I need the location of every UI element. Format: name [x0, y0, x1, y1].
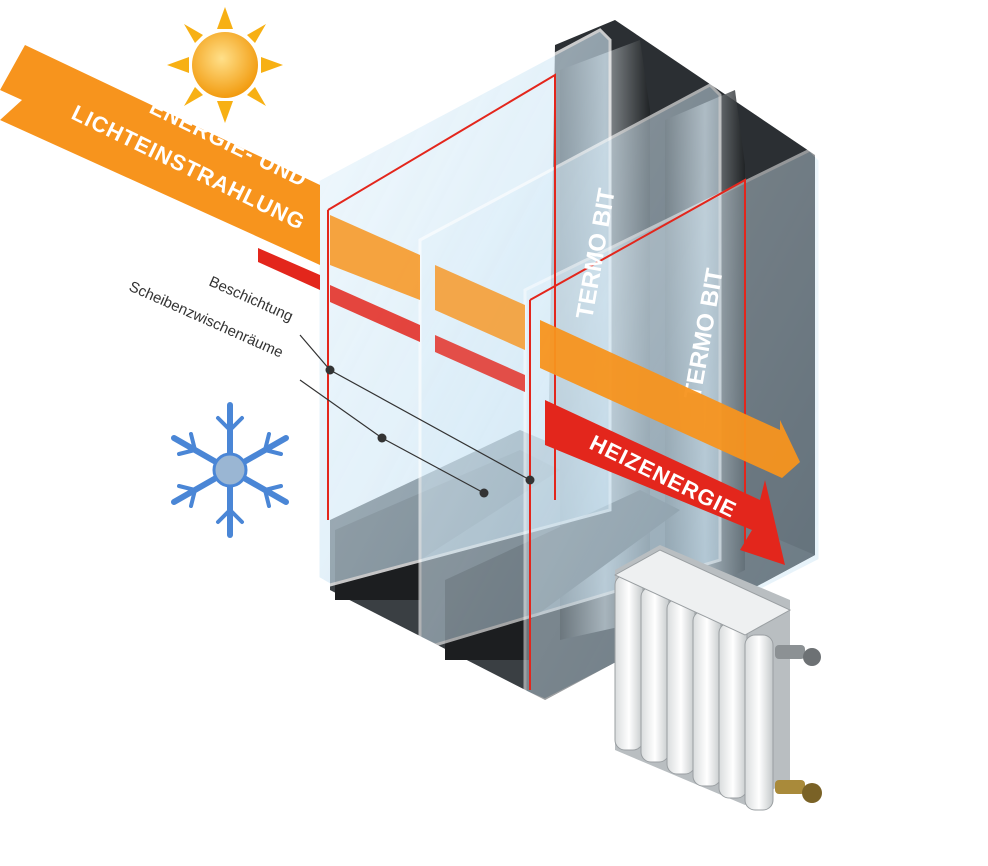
radiator-valve-bottom — [775, 780, 822, 803]
sun-icon — [167, 7, 283, 123]
spaces-label: Scheibenzwischenräume — [126, 278, 285, 361]
heat-arrow — [258, 248, 785, 565]
radiator-icon — [613, 545, 822, 811]
radiator-valve-top — [775, 645, 821, 666]
callout-lines — [299, 334, 535, 498]
energy-arrow — [0, 45, 800, 478]
snowflake-icon — [171, 402, 289, 538]
